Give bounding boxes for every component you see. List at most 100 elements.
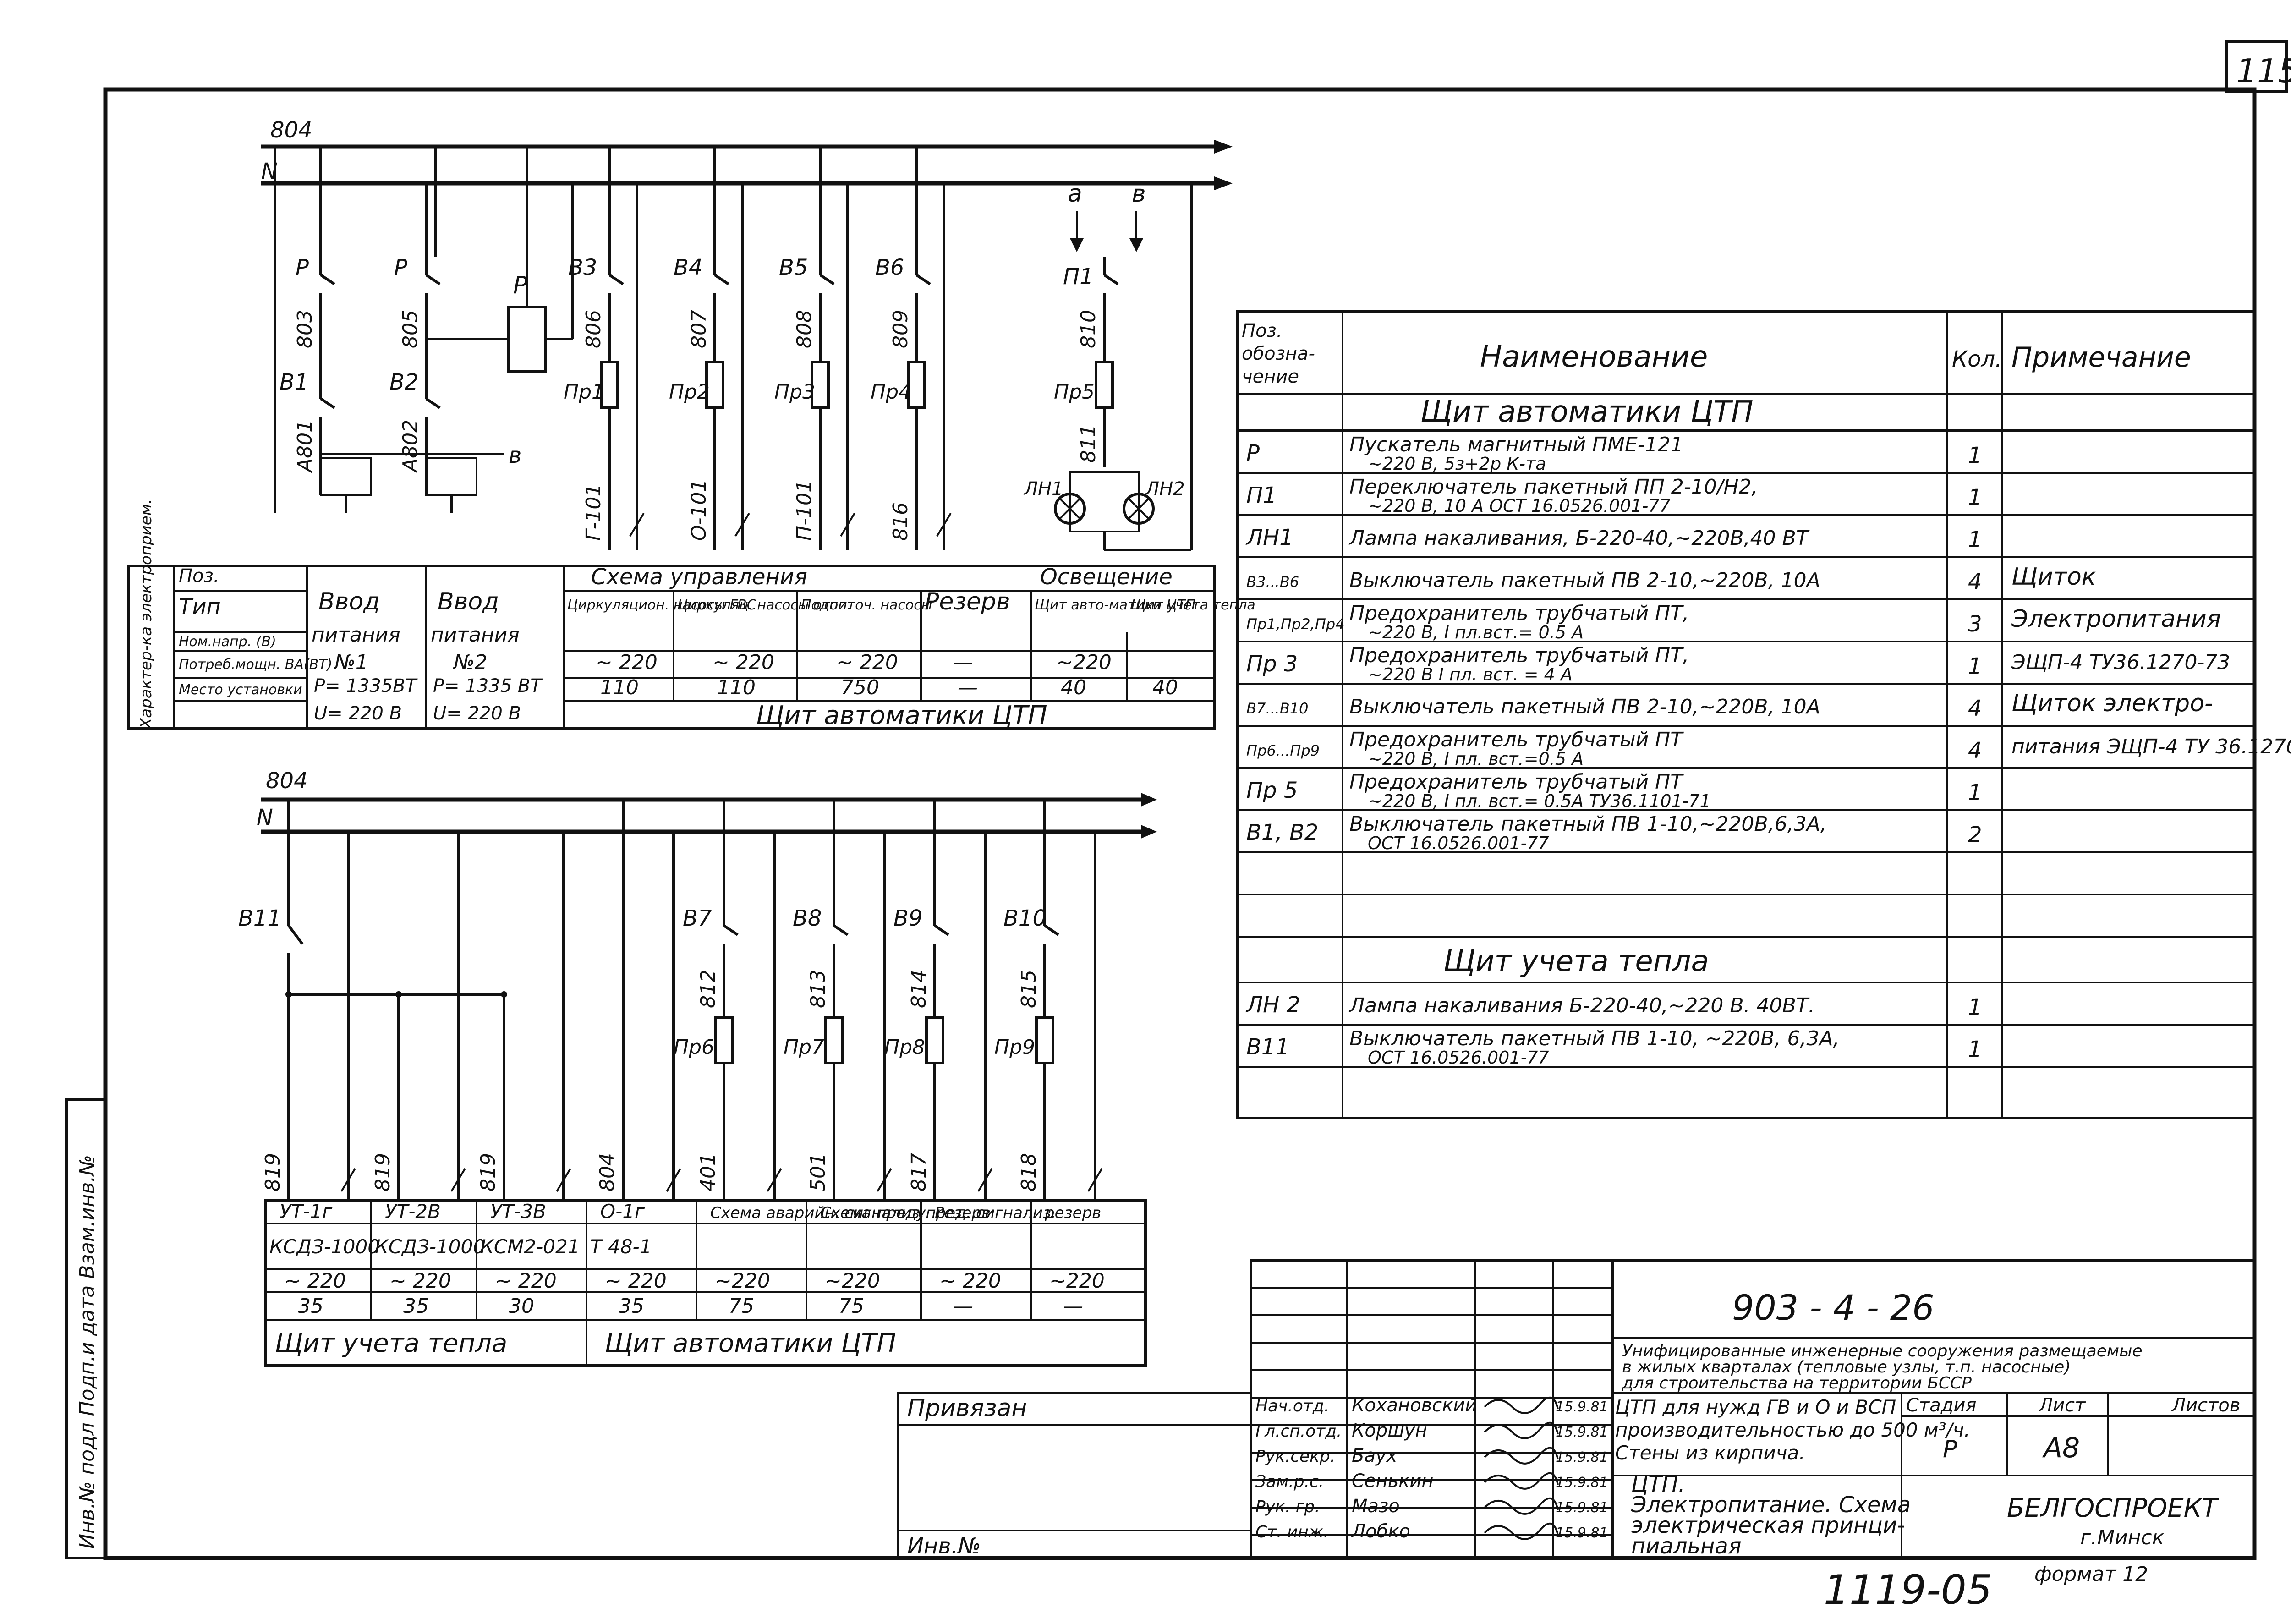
switch-label: B3 bbox=[568, 255, 597, 280]
signature-icon bbox=[1484, 1421, 1559, 1439]
wire-number: 809 bbox=[889, 310, 912, 348]
staff-date: 15.9.81 bbox=[1556, 1399, 1608, 1415]
wire-number: 819 bbox=[261, 1153, 285, 1191]
row-qty: 1 bbox=[1968, 485, 1982, 510]
vvod2-title: Ввод bbox=[438, 588, 499, 615]
group-control: Схема управления bbox=[591, 564, 807, 590]
column-voltage: ~220 bbox=[1049, 1269, 1105, 1293]
arrow-head bbox=[1129, 238, 1143, 252]
column-power: 750 bbox=[841, 676, 879, 699]
column-type: Резерв bbox=[935, 1204, 991, 1222]
object-line: производительностью до 500 м³/ч. bbox=[1615, 1419, 1970, 1441]
row-name: Выключатель пакетный ПВ 1-10,~220В,6,3А, bbox=[1349, 812, 1827, 836]
wire-number: 818 bbox=[1017, 1153, 1041, 1191]
header-qty: Кол. bbox=[1952, 346, 2002, 372]
switch-label: P bbox=[296, 255, 309, 280]
switch-blade bbox=[833, 924, 849, 936]
neutral-tick bbox=[1087, 1168, 1103, 1192]
arrow-label: а bbox=[1068, 180, 1082, 208]
vvod1-title: Ввод bbox=[318, 588, 380, 615]
switch-blade bbox=[1044, 924, 1059, 936]
row-pos: B1, B2 bbox=[1246, 820, 1318, 845]
vvod2-u: U= 220 В bbox=[433, 703, 521, 724]
wire-number: 807 bbox=[687, 310, 711, 348]
row-qty: 1 bbox=[1968, 1037, 1982, 1062]
column-type: УТ-1г bbox=[280, 1200, 333, 1223]
column-voltage: ~ 220 bbox=[939, 1269, 1001, 1293]
staff-name: Кохановский bbox=[1352, 1395, 1477, 1416]
staff-date: 15.9.81 bbox=[1556, 1500, 1608, 1516]
switch-blade bbox=[320, 274, 335, 285]
junction-dot bbox=[501, 991, 507, 998]
column-header: Щит авто-матики ЦТП bbox=[1035, 597, 1195, 613]
row-qty: 3 bbox=[1968, 611, 1982, 637]
neutral-tick bbox=[877, 1168, 892, 1192]
fuse bbox=[925, 1016, 944, 1064]
label: №2 bbox=[452, 651, 488, 674]
neutral-tick bbox=[666, 1168, 681, 1192]
neutral-tick bbox=[556, 1168, 571, 1192]
section-title: Щит учета тепла bbox=[1443, 944, 1709, 978]
corner-box bbox=[2225, 40, 2288, 93]
wire-number: 803 bbox=[293, 310, 317, 348]
sheet-header: Лист bbox=[2038, 1395, 2086, 1416]
arrow-head bbox=[1070, 238, 1084, 252]
sheet-title-line: пиальная bbox=[1631, 1533, 1742, 1559]
switch-label: П1 bbox=[1063, 264, 1094, 290]
row-header: Потреб.мощн. ВА(ВТ) bbox=[179, 657, 332, 673]
row-pos: B3...B6 bbox=[1246, 573, 1299, 591]
wire-number: 819 bbox=[477, 1153, 500, 1191]
switch-label: B9 bbox=[893, 905, 922, 931]
switch-blade bbox=[915, 274, 931, 285]
wire-number: 817 bbox=[907, 1153, 931, 1191]
location: Щит учета тепла bbox=[275, 1328, 507, 1358]
description-line: для строительства на территории БССР bbox=[1622, 1374, 1972, 1393]
row-qty: 1 bbox=[1968, 443, 1982, 468]
row-name2: ~220 В, I пл. вст.= 0.5А ТУ36.1101-71 bbox=[1368, 791, 1711, 811]
row-name: Предохранитель трубчатый ПТ bbox=[1349, 770, 1684, 794]
svg-text:804: 804 bbox=[266, 768, 308, 794]
drawing-code: 903 - 4 - 26 bbox=[1732, 1287, 1935, 1328]
staff-role: Рук.секр. bbox=[1255, 1447, 1335, 1466]
catalog-number: 1119-05 bbox=[1824, 1566, 1992, 1613]
top-scheme: 804 N P803B1A801P805B2A802PвB3806Пр1Г-10… bbox=[261, 117, 1233, 551]
row-name: Предохранитель трубчатый ПТ, bbox=[1349, 644, 1689, 667]
vvod2-p: Р= 1335 ВТ bbox=[433, 675, 543, 697]
column-power: — bbox=[953, 1295, 973, 1318]
column-voltage: ~ 220 bbox=[389, 1269, 451, 1293]
column-voltage: — bbox=[953, 651, 973, 674]
staff-role: Гл.сп.отд. bbox=[1255, 1422, 1342, 1441]
switch-blade bbox=[819, 274, 835, 285]
location: Щит автоматики ЦТП bbox=[605, 1328, 896, 1358]
column-voltage: ~220 bbox=[825, 1269, 880, 1293]
switch-blade bbox=[425, 397, 441, 409]
side-header: Характер-ка электроприем. bbox=[137, 499, 155, 730]
fuse-label: Пр6 bbox=[674, 1036, 714, 1059]
wire-number: 819 bbox=[371, 1153, 395, 1191]
header: Поз. bbox=[1242, 320, 1283, 341]
row-header: Поз. bbox=[179, 565, 219, 587]
row-qty: 2 bbox=[1968, 822, 1982, 848]
header-name: Наименование bbox=[1480, 340, 1708, 374]
neutral-tick bbox=[734, 512, 750, 537]
column-power: 110 bbox=[717, 676, 756, 699]
row-pos: P bbox=[1246, 440, 1260, 466]
table-border bbox=[264, 1199, 1147, 1367]
fuse-label: Пр9 bbox=[994, 1036, 1035, 1059]
row-pos: B7...B10 bbox=[1246, 700, 1309, 717]
switch-blade bbox=[320, 397, 335, 409]
column-header: Циркуляцион. насосы ГВС bbox=[567, 597, 756, 613]
row-qty: 4 bbox=[1968, 696, 1982, 721]
row-qty: 4 bbox=[1968, 569, 1982, 595]
staff-date: 15.9.81 bbox=[1556, 1424, 1608, 1440]
row-qty: 1 bbox=[1968, 653, 1982, 679]
row-header: Ном.напр. (В) bbox=[179, 634, 276, 650]
row-note: ЭЩП-4 ТУ36.1270-73 bbox=[2011, 651, 2230, 674]
column-power: 75 bbox=[839, 1295, 864, 1318]
row-pos: B11 bbox=[1246, 1034, 1289, 1060]
top-load-table: Характер-ка электроприем.Поз.ТипНом.напр… bbox=[127, 499, 1255, 730]
